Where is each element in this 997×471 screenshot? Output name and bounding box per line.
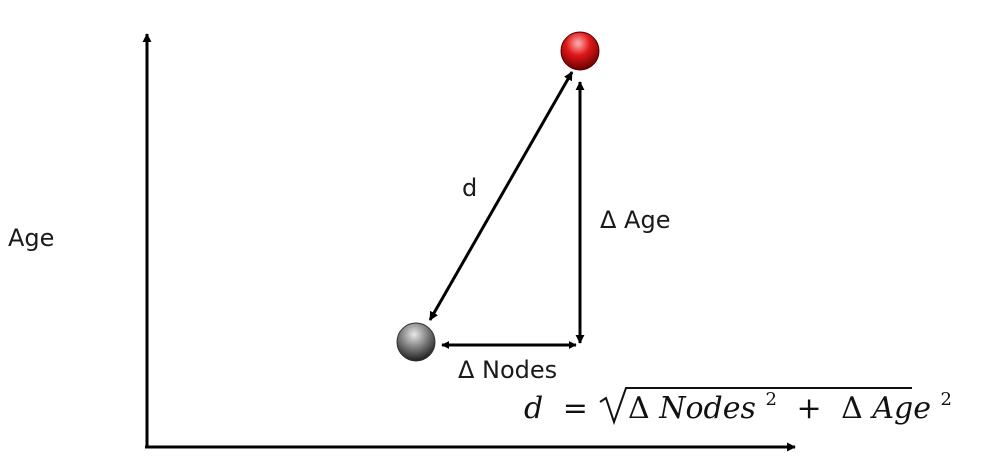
target-node — [560, 31, 600, 71]
svg-text:Δ Nodes 2 +: Δ Nodes 2 + Δ Age 2 — [628, 378, 952, 426]
formula-exponent-2: 2 — [941, 389, 952, 410]
formula-term-2: Age — [869, 391, 931, 426]
formula-delta-2: Δ — [841, 391, 863, 426]
delta-age-label: Δ Age — [600, 206, 670, 234]
delta-nodes-label: Δ Nodes — [458, 356, 557, 384]
formula-term-1: Nodes — [658, 391, 756, 426]
distance-formula: d = Δ Nodes 2 + Δ Age 2 — [524, 378, 952, 426]
distance-arrow — [428, 71, 574, 321]
svg-text:d =: d = — [524, 391, 588, 426]
formula-plus: + — [796, 391, 821, 426]
formula-delta-1: Δ — [628, 391, 650, 426]
formula-equals: = — [563, 391, 588, 426]
sqrt-symbol — [599, 387, 912, 426]
formula-exponent-1: 2 — [765, 389, 776, 410]
y-axis-label: Age — [8, 224, 54, 252]
distance-label: d — [462, 174, 477, 202]
reference-node — [396, 322, 436, 362]
formula-lhs: d — [524, 391, 543, 426]
